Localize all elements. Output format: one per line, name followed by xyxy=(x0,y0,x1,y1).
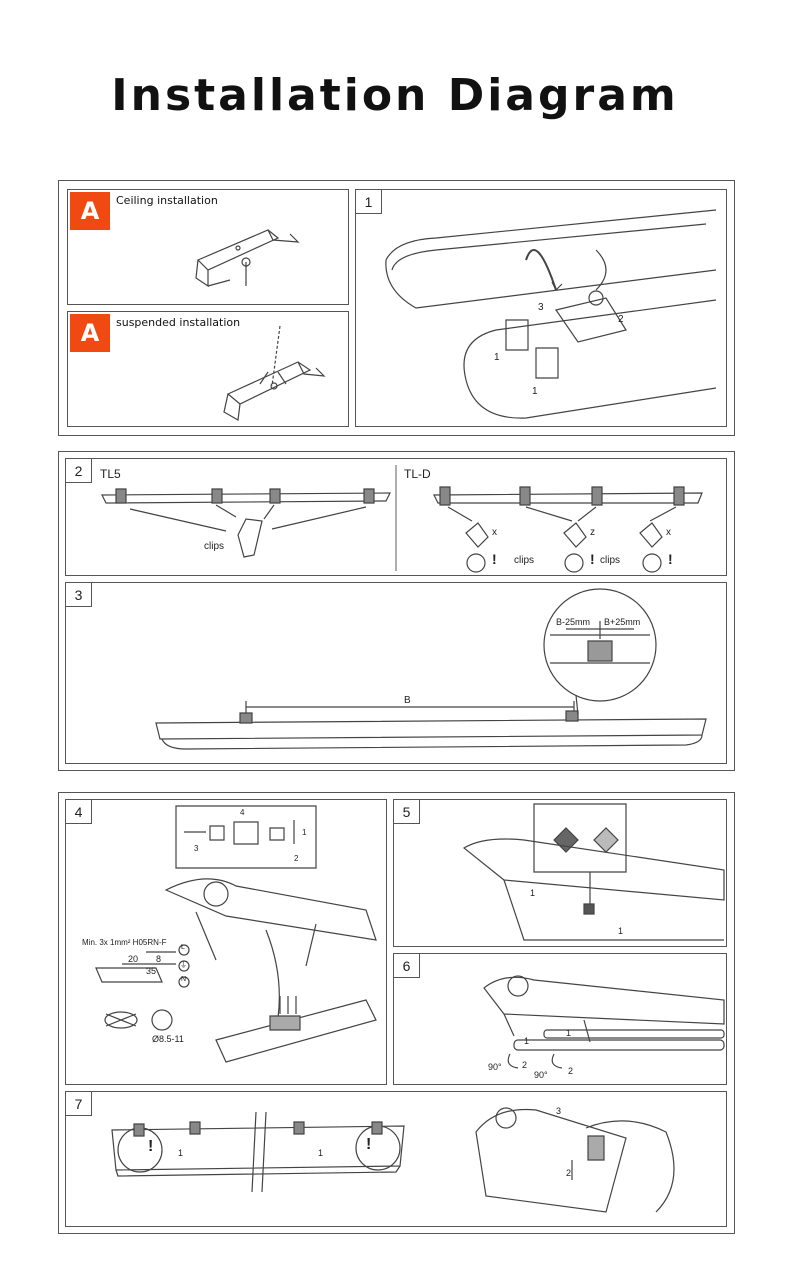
cable-diameter: Ø8.5-11 xyxy=(152,1034,184,1044)
tld-axis-x-2: x xyxy=(666,527,671,538)
tld-axis-x-1: x xyxy=(492,527,497,538)
step-number-3: 3 xyxy=(66,583,92,607)
tld-clips-label-2: clips xyxy=(600,555,621,566)
step3-fixing-distance-drawing xyxy=(66,583,727,764)
step4-callout-3: 3 xyxy=(194,844,199,853)
step6-callout-1a: 1 xyxy=(524,1036,530,1046)
step7-cover-close-drawing xyxy=(66,1092,727,1227)
panel-step-3: 3 B B-25mm B+25mm xyxy=(65,582,727,764)
step-number-7: 7 xyxy=(66,1092,92,1116)
cable-spec: Min. 3x 1mm² H05RN-F xyxy=(82,938,167,947)
step5-callout-1a: 1 xyxy=(530,888,536,898)
dim-b: B xyxy=(404,695,411,706)
tl5-label: TL5 xyxy=(100,467,121,481)
group-step2-step3: 2 TL5 TL-D xyxy=(58,451,735,771)
group-a-step1: A Ceiling installation A suspended insta… xyxy=(58,180,735,436)
step7-callout-1a: 1 xyxy=(178,1148,184,1158)
suspended-caption: suspended installation xyxy=(116,316,241,329)
step6-angle-1: 90° xyxy=(488,1062,502,1072)
badge-a-suspended: A xyxy=(70,314,110,352)
badge-a-ceiling: A xyxy=(70,192,110,230)
step1-arrow-1a: 1 xyxy=(494,352,500,363)
terminal-l: L xyxy=(181,944,185,951)
ceiling-bracket-drawing xyxy=(68,190,349,305)
panel-step-5: 5 1 1 xyxy=(393,799,727,947)
detail-b-minus: B-25mm xyxy=(556,617,591,627)
step7-callout-1b: 1 xyxy=(318,1148,324,1158)
tld-warning-1: ! xyxy=(492,551,497,567)
dim-8: 8 xyxy=(156,954,162,964)
step1-arrow-2: 2 xyxy=(618,314,624,325)
step-number-1: 1 xyxy=(356,190,382,214)
step7-callout-2: 2 xyxy=(566,1168,572,1178)
tld-clips-label-1: clips xyxy=(514,555,535,566)
suspended-bracket-drawing xyxy=(68,312,349,427)
group-step4-to-7: 4 xyxy=(58,792,735,1234)
step7-warning-1: ! xyxy=(148,1138,154,1155)
panel-step-4: 4 xyxy=(65,799,387,1085)
dim-35: 35 xyxy=(146,966,157,976)
step5-callout-1b: 1 xyxy=(618,926,624,936)
tl5-clips-label: clips xyxy=(204,541,225,552)
panel-step-2: 2 TL5 TL-D xyxy=(65,458,727,576)
terminal-pe: ⏚ xyxy=(180,962,187,969)
step5-end-cap-drawing xyxy=(394,800,727,947)
step7-warning-2: ! xyxy=(366,1136,372,1153)
dim-20-visible: 20 xyxy=(128,954,139,964)
panel-step-1: 1 3 2 1 1 xyxy=(355,189,727,427)
step2-clips-drawing xyxy=(66,459,727,576)
panel-step-7: 7 ! ! 1 1 3 2 xyxy=(65,1091,727,1227)
panel-ceiling-installation: A Ceiling installation xyxy=(67,189,349,305)
step7-callout-3: 3 xyxy=(556,1106,562,1116)
step1-arrow-3: 3 xyxy=(538,302,544,313)
step6-angle-2: 90° xyxy=(534,1070,548,1080)
step6-callout-1b: 1 xyxy=(566,1028,572,1038)
step6-callout-2a: 2 xyxy=(522,1060,528,1070)
panel-step-6: 6 90° 90° 1 2 1 2 xyxy=(393,953,727,1085)
step1-arrow-1b: 1 xyxy=(532,386,538,397)
step-number-5: 5 xyxy=(394,800,420,824)
detail-b-plus: B+25mm xyxy=(604,617,641,627)
terminal-n: N xyxy=(181,976,187,983)
step4-callout-2: 2 xyxy=(294,854,299,863)
step-number-2: 2 xyxy=(66,459,92,483)
step-number-4: 4 xyxy=(66,800,92,824)
tld-axis-z: z xyxy=(590,527,595,538)
ceiling-caption: Ceiling installation xyxy=(116,194,218,207)
page-title: Installation Diagram xyxy=(111,70,679,121)
step4-callout-1: 1 xyxy=(302,828,307,837)
step6-tube-insert-drawing xyxy=(394,954,727,1085)
step-number-6: 6 xyxy=(394,954,420,978)
tld-label: TL-D xyxy=(404,467,431,481)
step6-callout-2b: 2 xyxy=(568,1066,574,1076)
step4-callout-4: 4 xyxy=(240,808,245,817)
panel-suspended-installation: A suspended installation xyxy=(67,311,349,427)
tld-warning-3: ! xyxy=(668,551,673,567)
step1-open-housing-drawing xyxy=(356,190,727,427)
tld-warning-2: ! xyxy=(590,551,595,567)
step4-wiring-drawing xyxy=(66,800,387,1085)
